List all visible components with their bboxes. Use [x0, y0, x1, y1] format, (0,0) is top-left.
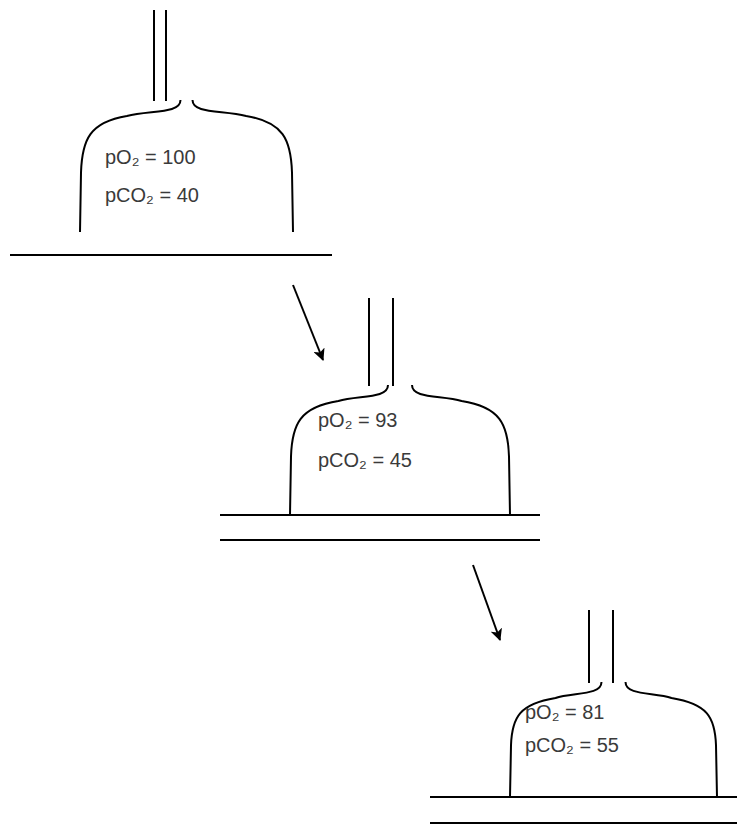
- tube-wall: [368, 298, 370, 386]
- bell-outline-path: [510, 682, 717, 797]
- bell-jar: pO₂ = 100 pCO₂ = 40: [80, 100, 293, 232]
- surface-line: [220, 539, 540, 541]
- flow-arrow: [473, 565, 500, 640]
- surface-line: [430, 796, 737, 798]
- partial-pressure: pCO₂ = 40: [105, 184, 293, 206]
- partial-pressure: pO₂ = 93: [318, 409, 510, 431]
- flow-arrow: [293, 285, 323, 360]
- bell-jar: pO₂ = 81 pCO₂ = 55: [510, 682, 717, 797]
- surface-line: [430, 822, 737, 824]
- surface-line: [220, 514, 540, 516]
- tube-wall: [153, 10, 155, 101]
- bell-outline-path: [80, 100, 293, 232]
- partial-pressure: pO₂ = 81: [525, 701, 717, 723]
- tube-wall: [392, 298, 394, 386]
- tube-wall: [612, 610, 614, 683]
- surface-line: [10, 254, 332, 256]
- partial-pressure: pCO₂ = 45: [318, 449, 510, 471]
- partial-pressure: pO₂ = 100: [105, 146, 293, 168]
- bell-jar: pO₂ = 93 pCO₂ = 45: [290, 385, 510, 515]
- partial-pressure: pCO₂ = 55: [525, 734, 717, 756]
- bell-outline-path: [290, 385, 510, 515]
- tube-wall: [165, 10, 167, 101]
- tube-wall: [588, 610, 590, 683]
